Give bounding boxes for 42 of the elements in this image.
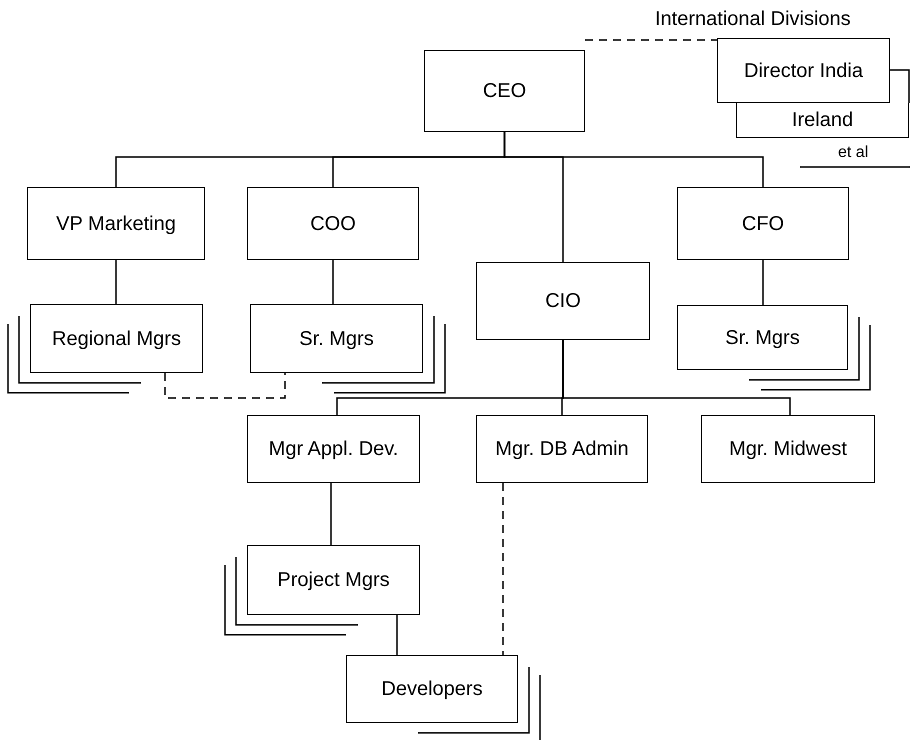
org-box xyxy=(717,38,890,103)
connector-line xyxy=(504,132,764,187)
role-title: Regional Mgrs xyxy=(51,326,182,350)
org-box xyxy=(250,304,423,373)
role-title: Mgr. DB Admin xyxy=(494,437,630,461)
org-box xyxy=(247,187,419,260)
org-box xyxy=(247,415,420,483)
org-box xyxy=(346,655,518,723)
role-title: CEO xyxy=(482,79,528,103)
role-title: CIO xyxy=(544,289,582,313)
dashed-connector xyxy=(585,39,717,41)
role-title: COO xyxy=(309,212,357,236)
role-title: Sr. Mgrs xyxy=(298,326,375,350)
role-title: Mgr Appl. Dev. xyxy=(268,437,400,461)
note-label: International Divisions xyxy=(655,8,851,31)
role-title: Project Mgrs xyxy=(276,568,391,592)
org-box xyxy=(701,415,875,483)
role-title: Director India xyxy=(743,58,864,82)
org-box xyxy=(677,187,849,260)
dashed-connector xyxy=(502,483,504,655)
org-box xyxy=(476,415,648,483)
note-label: et al xyxy=(838,144,868,162)
role-title: Developers xyxy=(380,677,484,701)
connector-line xyxy=(115,260,117,304)
org-box xyxy=(27,187,205,260)
connector-line xyxy=(332,260,334,304)
connector-line xyxy=(562,340,791,415)
org-box xyxy=(247,545,420,615)
org-box xyxy=(424,50,585,132)
org-box xyxy=(736,103,909,138)
org-box xyxy=(677,305,848,370)
connector-line xyxy=(396,615,398,655)
role-title: Sr. Mgrs xyxy=(724,326,801,350)
role-title: Ireland xyxy=(790,108,854,132)
role-title: VP Marketing xyxy=(55,212,177,236)
dashed-connector xyxy=(164,373,286,399)
role-title: Mgr. Midwest xyxy=(728,437,848,461)
connector-line xyxy=(762,260,764,305)
org-box xyxy=(476,262,650,340)
org-box xyxy=(30,304,203,373)
role-title: CFO xyxy=(740,212,786,236)
connector-line xyxy=(330,483,332,545)
